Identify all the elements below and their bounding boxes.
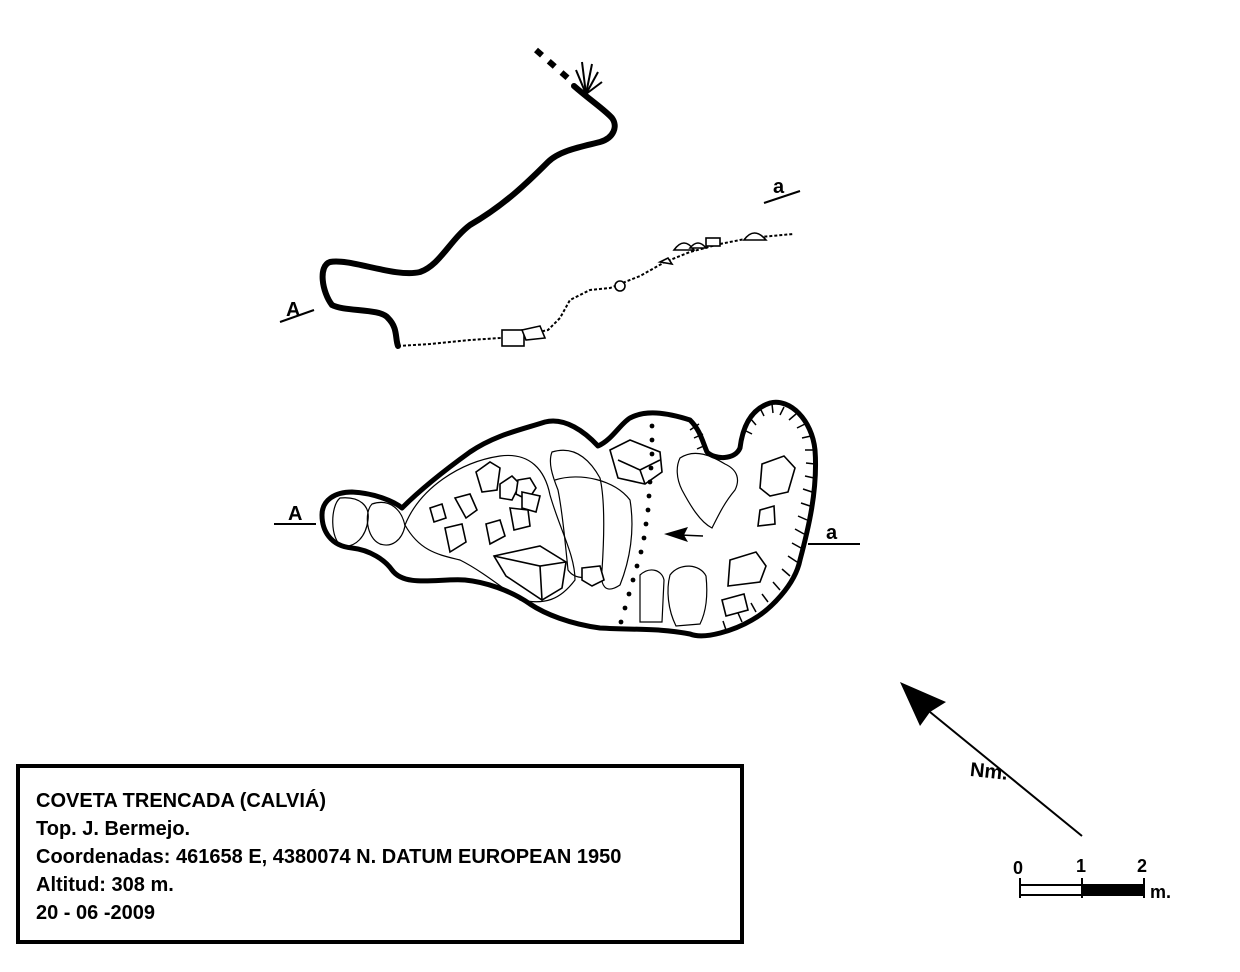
plan-marker-end-label: a [826,522,838,544]
altitude: Altitud: 308 m. [36,874,174,896]
scale-unit: m. [1150,882,1171,902]
section-roof-line [319,83,618,349]
slope-arrow-icon [664,527,704,542]
scale-tick-0: 0 [1013,858,1023,878]
scale-bar: 0 1 2 m. [1013,856,1171,902]
plan-wall-hatching [689,403,816,631]
info-box: COVETA TRENCADA (CALVIÁ) Top. J. Bermejo… [16,764,744,944]
scale-tick-1: 1 [1076,856,1086,876]
north-arrow-icon: Nm. [900,682,1083,837]
scale-tick-2: 2 [1137,856,1147,876]
section-marker-end-line [763,190,801,204]
cave-title: COVETA TRENCADA (CALVIÁ) [36,790,326,812]
section-marker-start-label: A [286,299,300,321]
cave-plan: A a [274,399,860,639]
section-marker-start-line [279,309,315,323]
survey-date: 20 - 06 -2009 [36,902,155,924]
plan-blocks [429,439,796,617]
section-floor-line [397,233,794,347]
plant-icon [575,61,603,95]
plan-outer-wall [319,399,819,639]
section-entrance-dash [534,47,572,83]
north-arrow-label: Nm. [969,759,1009,785]
section-marker-end-label: a [773,176,785,198]
cave-section-profile: A a [279,47,801,349]
section-floor-blocks [501,232,768,347]
surveyor: Top. J. Bermejo. [36,818,191,840]
coordinates: Coordenadas: 461658 E, 4380074 N. DATUM … [36,846,622,868]
plan-dotted-line [618,423,655,625]
plan-marker-start-label: A [288,503,302,525]
